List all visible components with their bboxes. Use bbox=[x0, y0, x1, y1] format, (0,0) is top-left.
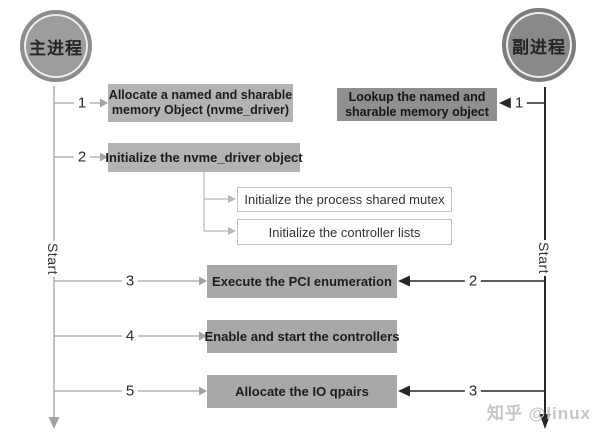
substep-box-init-lists: Initialize the controller lists bbox=[237, 219, 452, 245]
main-process-actor: 主进程 bbox=[20, 10, 92, 82]
left-step-number-4: 4 bbox=[121, 327, 139, 345]
substep-box-text: Initialize the process shared mutex bbox=[244, 192, 445, 207]
arrow-right-icon bbox=[228, 227, 236, 235]
step-box-text: Initialize the nvme_driver object bbox=[105, 150, 303, 165]
secondary-process-label: 副进程 bbox=[512, 37, 566, 57]
arrow-left-icon bbox=[499, 97, 511, 109]
arrow-right-icon bbox=[100, 152, 108, 162]
arrow-right-icon bbox=[199, 331, 207, 341]
right-step-number-2: 2 bbox=[464, 272, 482, 290]
secondary-process-actor: 副进程 bbox=[502, 8, 576, 82]
right-step-number-1: 1 bbox=[510, 94, 528, 112]
left-step-number-2: 2 bbox=[73, 148, 91, 166]
left-step-number-3: 3 bbox=[121, 272, 139, 290]
step-box-text: Allocate the IO qpairs bbox=[235, 384, 369, 399]
step-box-pci-enumeration: Execute the PCI enumeration bbox=[207, 265, 397, 298]
step-box-text: Enable and start the controllers bbox=[204, 329, 400, 344]
step-box-allocate-qpairs: Allocate the IO qpairs bbox=[207, 375, 397, 408]
main-process-label: 主进程 bbox=[29, 38, 83, 58]
left-start-label: Start bbox=[45, 240, 61, 278]
step-box-text: Lookup the named and bbox=[348, 89, 486, 104]
left-step-number-1: 1 bbox=[73, 94, 91, 112]
step-box-enable-controllers: Enable and start the controllers bbox=[204, 320, 400, 353]
step-box-init-driver: Initialize the nvme_driver object bbox=[105, 143, 303, 172]
left-step-number-5: 5 bbox=[121, 382, 139, 400]
right-lifeline-arrow-icon bbox=[539, 414, 551, 429]
arrow-left-icon bbox=[398, 385, 410, 397]
zhihu-watermark: 知乎 @linux bbox=[487, 404, 591, 423]
substep-box-init-mutex: Initialize the process shared mutex bbox=[237, 187, 452, 212]
step-box-text: memory Object (nvme_driver) bbox=[111, 103, 290, 117]
substep-box-text: Initialize the controller lists bbox=[268, 224, 421, 240]
arrow-right-icon bbox=[199, 386, 207, 396]
substep-branch bbox=[203, 172, 236, 235]
arrow-right-icon bbox=[100, 98, 108, 108]
arrow-right-icon bbox=[199, 276, 207, 286]
step-box-text: Execute the PCI enumeration bbox=[212, 274, 392, 289]
step-box-lookup-memory: Lookup the named and sharable memory obj… bbox=[337, 88, 497, 121]
step-box-text: Allocate a named and sharable bbox=[108, 88, 293, 102]
step-box-allocate-memory: Allocate a named and sharable memory Obj… bbox=[108, 84, 293, 122]
right-start-label: Start bbox=[536, 239, 552, 277]
right-step-number-3: 3 bbox=[464, 382, 482, 400]
arrow-right-icon bbox=[228, 195, 236, 203]
arrow-left-icon bbox=[398, 275, 410, 287]
left-lifeline-arrow-icon bbox=[48, 417, 60, 429]
step-box-text: sharable memory object bbox=[345, 104, 489, 119]
